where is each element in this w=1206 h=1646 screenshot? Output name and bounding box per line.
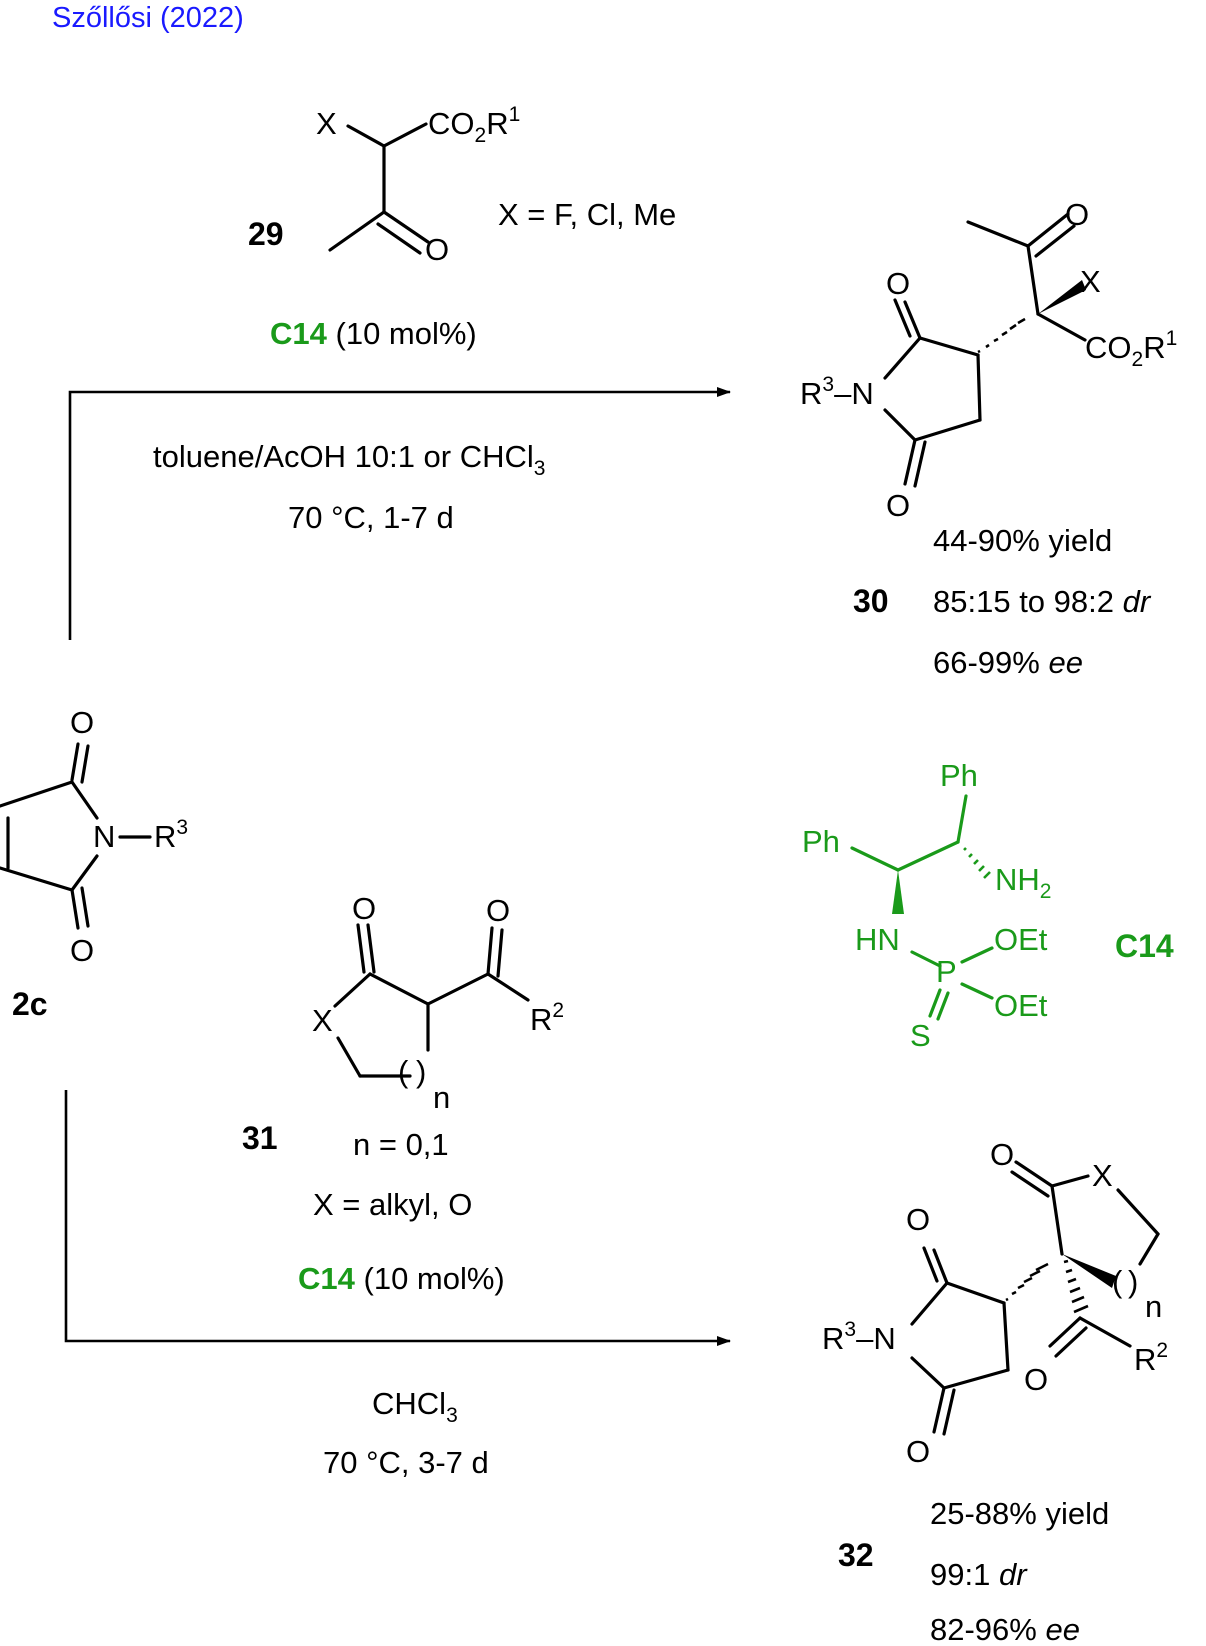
reagent-31-n-values: n = 0,1 [353,1127,449,1162]
atom-o-lower: O [886,488,910,523]
group-co2r1: CO2R1 [1085,327,1177,371]
paren-open: ( [1112,1264,1123,1299]
reagent-31-x-values: X = alkyl, O [313,1187,472,1222]
product-32-dr: 99:1 dr [930,1557,1028,1592]
group-r3-n: R3–N [800,373,874,411]
atom-oet-upper: OEt [994,922,1048,957]
reagent-29-structure: X CO2R1 O [316,103,520,267]
product-30-label: 30 [853,583,889,619]
catalyst-label: C14 [1115,928,1174,964]
product-30-structure: O X CO2R1 O O R3–N [800,197,1177,523]
atom-o-ketone: O [486,893,510,928]
atom-o-ring: O [352,891,376,926]
atom-o-ketone: O [1024,1362,1048,1397]
atom-nh2: NH2 [995,862,1051,903]
product-32-ee: 82-96% ee [930,1612,1080,1646]
wedge-bond [1062,1254,1116,1288]
top-solvent: toluene/AcOH 10:1 or CHCl3 [153,439,545,480]
hash-bond [963,847,991,879]
paren-close: ) [416,1054,426,1089]
atom-ph-top: Ph [940,758,978,793]
atom-o-upper: O [906,1202,930,1237]
subscript-n: n [433,1080,450,1115]
atom-o-lower: O [70,933,94,968]
group-co2r1: CO2R1 [428,103,520,147]
hash-bond [977,317,1026,354]
atom-x: X [1080,264,1101,299]
top-reaction-arrow [68,387,731,640]
maleimide-2c-structure: O O N R3 [0,705,188,968]
atom-x: X [312,1003,333,1038]
atom-hn: HN [855,922,900,957]
top-catalyst-line: C14 (10 mol%) [270,316,477,351]
atom-o: O [425,232,449,267]
atom-p: P [936,954,957,989]
reagent-31-label: 31 [242,1120,278,1156]
paren-close: ) [1128,1264,1138,1299]
wedge-bond [1038,280,1086,314]
bottom-reaction-arrow [64,1090,731,1346]
atom-o-lower: O [906,1434,930,1469]
citation: Szőllősi (2022) [52,2,244,34]
atom-x: X [316,106,337,141]
bottom-catalyst-line: C14 (10 mol%) [298,1261,505,1296]
starting-material-label: 2c [12,986,48,1022]
atom-o-upper: O [886,266,910,301]
product-32-label: 32 [838,1537,874,1573]
atom-o-upper: O [70,705,94,740]
top-temp-time: 70 °C, 1-7 d [288,500,454,535]
product-30-dr: 85:15 to 98:2 dr [933,584,1152,619]
bottom-temp-time: 70 °C, 3-7 d [323,1445,489,1480]
reagent-29-condition: X = F, Cl, Me [498,197,676,232]
subscript-n: n [1145,1289,1162,1324]
atom-oet-lower: OEt [994,988,1048,1023]
atom-ph-left: Ph [802,824,840,859]
reagent-31-structure: O X ( ) n O R2 [312,891,564,1115]
hash-bond-ring [1005,1262,1049,1302]
group-r3-n: R3–N [822,1318,896,1356]
atom-n: N [93,819,115,854]
product-32-structure: O X ( ) n R2 O [822,1137,1168,1469]
atom-o-lactone: O [990,1137,1014,1172]
product-30-yield: 44-90% yield [933,523,1112,558]
wedge-bond [892,870,904,914]
hash-bond [1063,1259,1089,1314]
group-r2: R2 [530,999,564,1037]
product-30-ee: 66-99% ee [933,645,1083,680]
paren-open: ( [398,1054,409,1089]
bottom-solvent: CHCl3 [372,1386,458,1427]
reagent-29-label: 29 [248,216,284,252]
atom-x: X [1092,1158,1113,1193]
group-r2: R2 [1134,1339,1168,1377]
group-r3: R3 [154,816,188,854]
atom-s: S [910,1018,931,1053]
product-32-yield: 25-88% yield [930,1496,1109,1531]
catalyst-c14-structure: Ph Ph NH2 HN P OEt OEt S [802,758,1051,1053]
